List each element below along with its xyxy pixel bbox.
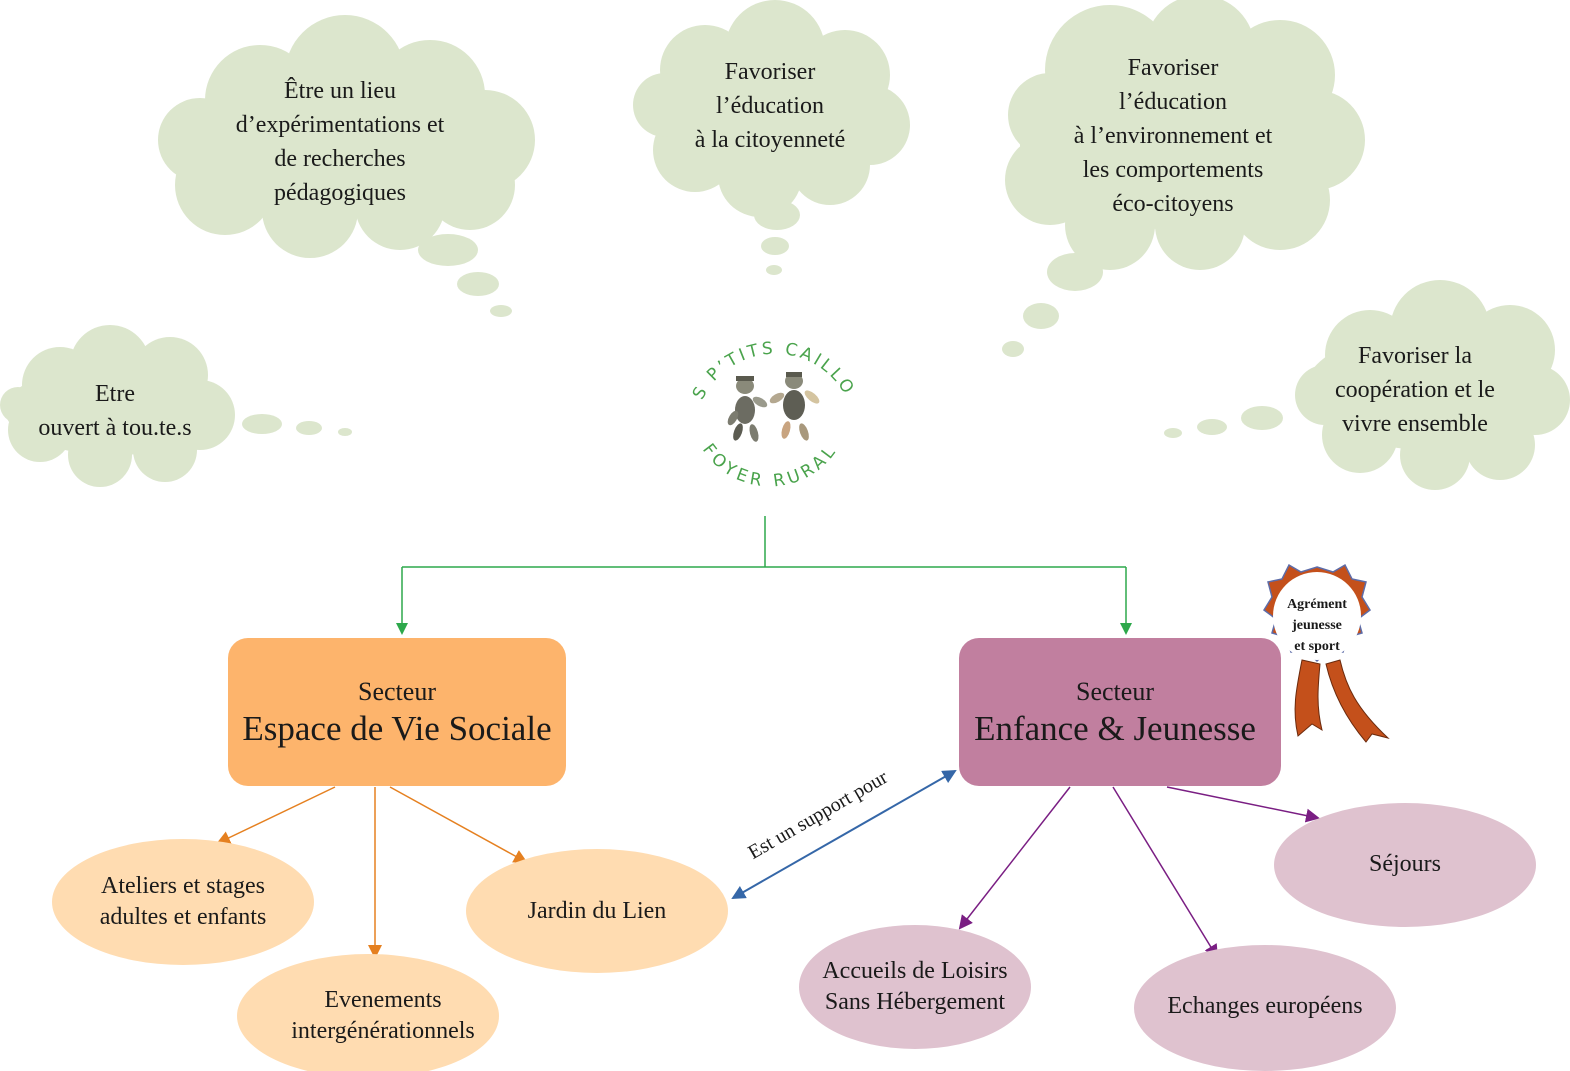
cloud-environnement-line: Favoriser: [1127, 55, 1219, 81]
item-sejours-label: Séjours: [1274, 849, 1536, 880]
item-echanges-line: Echanges européens: [1167, 993, 1363, 1019]
agrement-badge-line: Agrément: [1287, 597, 1347, 612]
sector-ej-box: [959, 638, 1281, 786]
cloud-citoyennete-line: à la citoyenneté: [694, 127, 846, 153]
pebble-figures-icon: [727, 372, 820, 442]
item-echanges-shape: [1134, 945, 1396, 1071]
cloud-lieu-line: pédagogiques: [274, 180, 406, 206]
cloud-environnement-line: l’éducation: [1119, 89, 1227, 115]
cloud-lieu-text: Être un lieu d’expérimentations et de re…: [190, 74, 490, 210]
item-sejours-line: Séjours: [1369, 851, 1441, 877]
item-evenements-line: Evenements: [324, 987, 442, 1013]
cloud-citoyennete-line: Favoriser: [724, 59, 816, 85]
sector-evs-label: Secteur Espace de Vie Sociale: [228, 676, 566, 750]
item-sejours-shape: [1274, 803, 1536, 927]
cloud-environnement-text: Favoriser l’éducation à l’environnement …: [1023, 51, 1323, 221]
item-evenements-line: intergénérationnels: [291, 1018, 475, 1044]
cloud-lieu-line: de recherches: [274, 146, 406, 172]
item-jardin-shape: [466, 849, 728, 973]
ej-arrows: [958, 786, 1320, 959]
cloud-cooperation-text: Favoriser la coopération et le vivre ens…: [1305, 339, 1525, 441]
cloud-lieu: [158, 15, 535, 317]
item-ateliers-line: Ateliers et stages: [101, 873, 265, 899]
support-link-arrow: [731, 770, 957, 899]
item-evenements-shape: [237, 954, 499, 1071]
sector-ej-line1: Secteur: [1076, 677, 1154, 706]
item-jardin-line: Jardin du Lien: [527, 898, 667, 924]
cloud-environnement-line: à l’environnement et: [1073, 123, 1273, 149]
cloud-environnement-line: les comportements: [1082, 157, 1264, 183]
logo-to-sectors-connector: [396, 516, 1132, 635]
sector-ej-label: Secteur Enfance & Jeunesse: [959, 676, 1271, 750]
sector-evs-box: [228, 638, 566, 786]
item-alsh-line: Accueils de Loisirs: [822, 958, 1008, 984]
item-alsh-label: Accueils de Loisirs Sans Hébergement: [799, 956, 1031, 1018]
item-ateliers-shape: [52, 839, 314, 965]
agrement-badge-label: Agrément jeunesse et sport: [1269, 594, 1365, 657]
item-alsh-shape: [799, 925, 1031, 1049]
cloud-ouvert-text: Etre ouvert à tou.te.s: [10, 377, 220, 445]
cloud-cooperation-line: vivre ensemble: [1342, 411, 1488, 437]
cloud-environnement: [1002, 0, 1365, 357]
agrement-badge-icon: [1263, 563, 1390, 743]
cloud-cooperation-line: coopération et le: [1335, 377, 1495, 403]
cloud-lieu-line: d’expérimentations et: [235, 112, 445, 138]
cloud-cooperation: [1164, 280, 1570, 490]
agrement-badge-line: jeunesse: [1292, 618, 1342, 633]
sector-ej-line2: Enfance & Jeunesse: [974, 709, 1256, 748]
cloud-citoyennete: [633, 0, 910, 275]
sector-evs-line1: Secteur: [358, 677, 436, 706]
cloud-cooperation-line: Favoriser la: [1358, 343, 1472, 369]
cloud-citoyennete-text: Favoriser l’éducation à la citoyenneté: [655, 55, 885, 157]
item-echanges-label: Echanges européens: [1134, 991, 1396, 1022]
cloud-ouvert: [0, 325, 352, 487]
item-evenements-label: Evenements intergénérationnels: [252, 985, 514, 1047]
svg-text:FOYER RURAL: FOYER RURAL: [698, 440, 842, 491]
sector-evs-line2: Espace de Vie Sociale: [242, 709, 552, 748]
logo-bottom-text: FOYER RURAL: [698, 440, 838, 491]
evs-arrows: [216, 786, 528, 959]
item-jardin-label: Jardin du Lien: [466, 896, 728, 927]
cloud-citoyennete-line: l’éducation: [716, 93, 824, 119]
cloud-ouvert-line: Etre: [95, 381, 135, 407]
agrement-badge-line: et sport: [1294, 639, 1340, 654]
item-ateliers-label: Ateliers et stages adultes et enfants: [52, 871, 314, 933]
cloud-ouvert-line: ouvert à tou.te.s: [38, 415, 192, 441]
item-ateliers-line: adultes et enfants: [99, 904, 267, 930]
cloud-lieu-line: Être un lieu: [284, 78, 396, 104]
item-alsh-line: Sans Hébergement: [824, 989, 1006, 1015]
cloud-environnement-line: éco-citoyens: [1112, 191, 1234, 217]
